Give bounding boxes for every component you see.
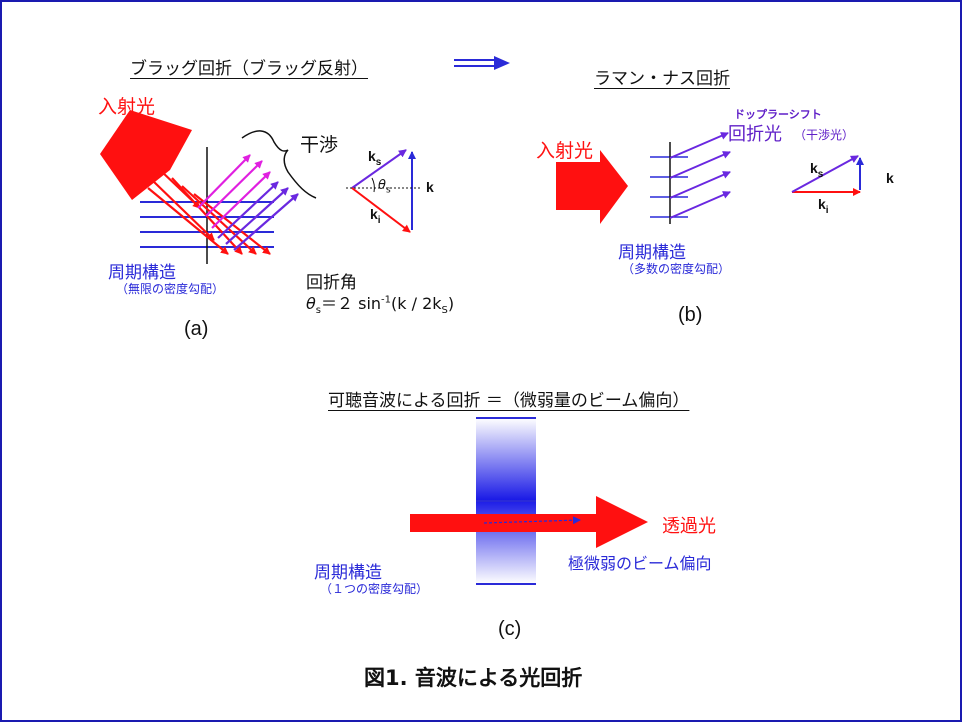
panel-a-structure-label: 周期構造 <box>108 263 176 283</box>
formula-close: ) <box>447 294 455 313</box>
vec-ki-letter: k <box>370 206 378 222</box>
panel-b-grating <box>650 142 688 224</box>
theta-symbol: θ <box>306 294 316 313</box>
panel-b-diffracted-sub: （干渉光） <box>794 128 855 142</box>
panel-a-structure-sub: （無限の密度勾配） <box>116 282 225 296</box>
panel-a-vector-diagram <box>346 149 422 233</box>
panel-b-structure-sub: （多数の密度勾配） <box>622 262 731 276</box>
panel-a-vec-k: k <box>426 179 434 195</box>
panel-a-brace <box>241 130 317 199</box>
panel-c-caption: (c) <box>498 618 522 640</box>
panel-c-structure-label: 周期構造 <box>314 563 382 583</box>
panel-b-vec-ki: ki <box>818 196 829 216</box>
panel-c-header: 可聴音波による回折 ＝（微弱量のビーム偏向） <box>328 391 690 411</box>
formula-body: ＝２ sin <box>321 294 382 313</box>
panel-c-density-gradient <box>476 417 536 585</box>
panel-b-incident-label: 入射光 <box>536 140 594 162</box>
vec-b-ks-letter: k <box>810 160 818 176</box>
panel-b-diffracted-label: 回折光 <box>728 124 782 145</box>
panel-b-vector-diagram <box>791 155 864 196</box>
panel-a-incident-label: 入射光 <box>98 96 156 118</box>
figure-title: 図1. 音波による光回折 <box>364 666 583 690</box>
panel-c-transmitted-label: 透過光 <box>662 516 716 537</box>
panel-c-transmitted-beam <box>410 496 648 548</box>
panel-a-vec-ki: ki <box>370 206 381 226</box>
panel-a-interference-label: 干渉 <box>300 134 339 156</box>
panel-b-caption: (b) <box>678 304 703 326</box>
panel-b-vec-k: k <box>886 170 894 186</box>
panel-a-caption: (a) <box>184 318 209 340</box>
panel-b-doppler-label: ドップラーシフト <box>734 108 822 121</box>
panel-a-vec-theta: θs <box>378 178 391 196</box>
vec-theta-letter: θ <box>378 178 386 193</box>
panel-a-incident-beam <box>100 110 192 200</box>
panel-c-deflection-label: 極微弱のビーム偏向 <box>568 554 712 573</box>
vec-ks-sub: s <box>375 156 382 168</box>
vec-theta-sub: s <box>385 185 391 196</box>
formula-exponent: -1 <box>381 294 392 306</box>
panel-a-vec-ks: ks <box>368 148 381 168</box>
panel-a-header: ブラッグ回折（ブラッグ反射） <box>130 59 368 79</box>
formula-args-subscript: S <box>441 305 448 317</box>
panel-a-angle-formula: θs＝２ sin-1(k / 2kS) <box>306 290 454 316</box>
vec-b-ki-letter: k <box>818 196 826 212</box>
vec-b-ks-sub: s <box>817 168 824 180</box>
vec-ki-sub: i <box>377 214 381 226</box>
panel-c-structure-sub: （１つの密度勾配） <box>320 582 429 596</box>
panel-b-header: ラマン・ナス回折 <box>594 69 730 89</box>
panel-b-diffracted-rays <box>669 132 731 219</box>
theta-subscript: s <box>315 305 322 317</box>
vec-ks-letter: k <box>368 148 376 164</box>
panel-b-vec-ks: ks <box>810 160 823 180</box>
panel-b-structure-label: 周期構造 <box>618 243 686 263</box>
formula-args: (k / 2k <box>391 294 442 313</box>
transition-arrow <box>454 56 510 70</box>
panel-b-incident-beam <box>556 150 628 224</box>
vec-b-ki-sub: i <box>825 204 829 216</box>
panel-a-angle-label: 回折角 <box>306 273 357 293</box>
panel-a-diffracted-rays <box>197 154 299 251</box>
